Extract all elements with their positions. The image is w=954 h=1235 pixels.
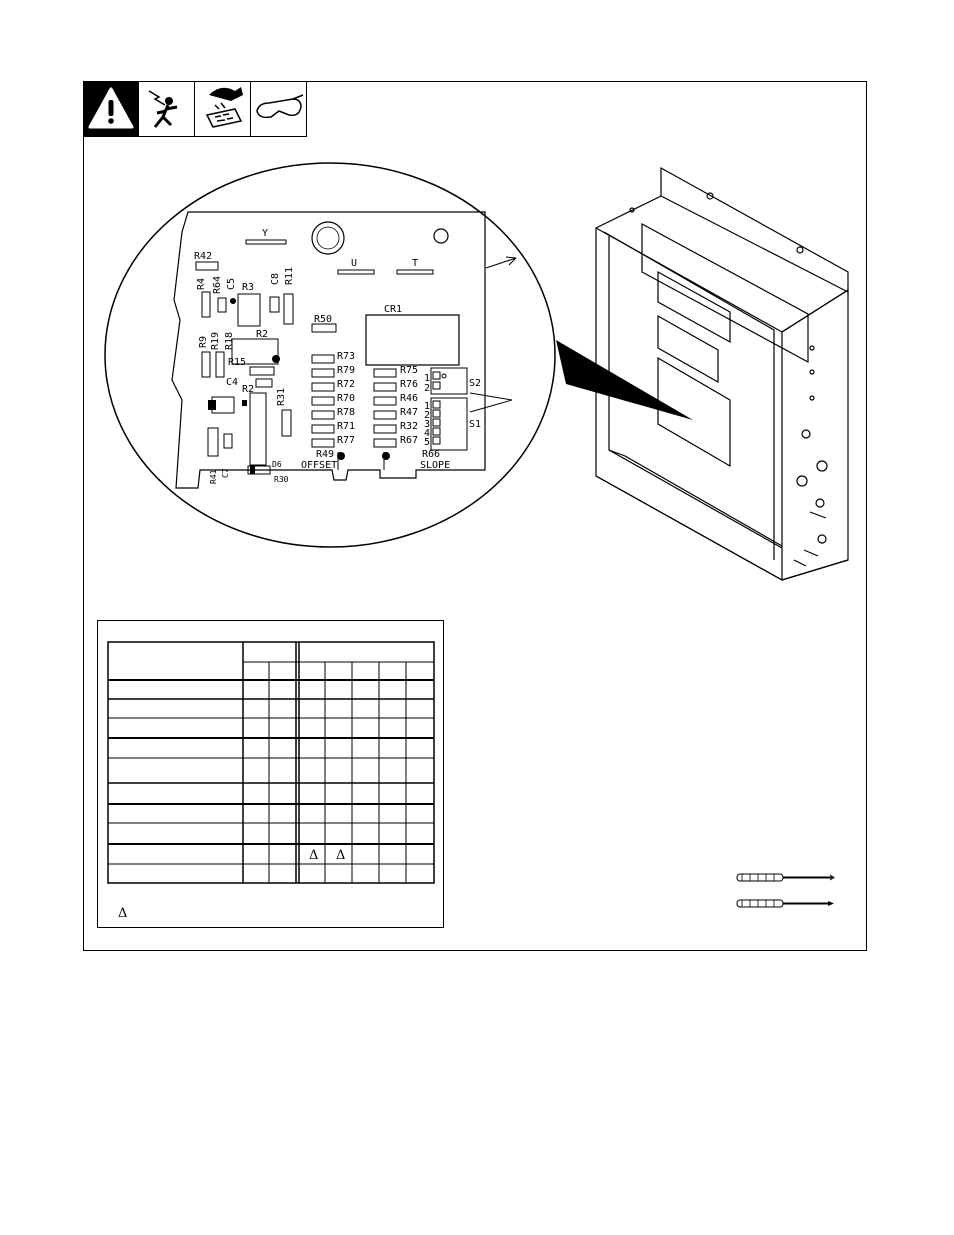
electric-shock-icon bbox=[139, 81, 195, 137]
s1-pin-4: 4 bbox=[424, 428, 430, 439]
label-r32: R32 bbox=[400, 421, 418, 432]
triangle-mark-1: Δ bbox=[309, 848, 319, 863]
label-cr1: CR1 bbox=[384, 304, 402, 315]
label-r79: R79 bbox=[337, 365, 355, 376]
screwdriver-icon bbox=[736, 873, 835, 882]
s1-pin-3: 3 bbox=[424, 419, 430, 430]
relay-cr1 bbox=[365, 314, 460, 366]
label-r71: R71 bbox=[337, 421, 355, 432]
label-r42: R42 bbox=[194, 251, 212, 262]
s2-pin-1: 1 bbox=[424, 373, 430, 384]
label-r30: R30 bbox=[274, 475, 289, 484]
label-c8: C8 bbox=[270, 273, 281, 285]
label-r31: R31 bbox=[276, 388, 287, 406]
label-r41: R41 bbox=[209, 469, 218, 484]
safety-icon-strip bbox=[83, 81, 307, 137]
s1-pin-1: 1 bbox=[424, 401, 430, 412]
label-r3: R3 bbox=[242, 282, 254, 293]
label-s2: S2 bbox=[469, 378, 481, 389]
label-r4: R4 bbox=[196, 278, 207, 290]
label-r49: R49 bbox=[316, 449, 334, 460]
page-frame bbox=[83, 81, 867, 951]
triangle-mark-2: Δ bbox=[336, 848, 346, 863]
control-cabinet-illustration bbox=[595, 166, 849, 582]
label-c7: C7 bbox=[221, 468, 230, 478]
label-slope: SLOPE bbox=[420, 460, 450, 471]
label-r47: R47 bbox=[400, 407, 418, 418]
label-r64: R64 bbox=[212, 276, 223, 294]
label-r50: R50 bbox=[314, 314, 332, 325]
label-d6: D6 bbox=[272, 460, 282, 469]
resistor-bank-left bbox=[311, 354, 335, 448]
label-r77: R77 bbox=[337, 435, 355, 446]
label-r18: R18 bbox=[224, 332, 235, 350]
s2-pin-2: 2 bbox=[424, 383, 430, 394]
label-r2-bottom: R2 bbox=[242, 384, 254, 395]
label-c5: C5 bbox=[226, 278, 237, 290]
switch-settings-table bbox=[107, 641, 435, 884]
label-s1: S1 bbox=[469, 419, 481, 430]
mounting-hole bbox=[433, 228, 449, 244]
label-u: U bbox=[351, 258, 357, 269]
label-r67: R67 bbox=[400, 435, 418, 446]
label-r46: R46 bbox=[400, 393, 418, 404]
switch-s2 bbox=[430, 367, 468, 395]
safety-glasses-icon bbox=[251, 81, 307, 137]
label-r2-top: R2 bbox=[256, 329, 268, 340]
resistor-bank-right bbox=[373, 368, 397, 448]
label-y: Y bbox=[262, 228, 268, 239]
label-r76: R76 bbox=[400, 379, 418, 390]
s1-pin-2: 2 bbox=[424, 410, 430, 421]
label-r9: R9 bbox=[198, 336, 209, 348]
s1-pin-5: 5 bbox=[424, 437, 430, 448]
label-r75: R75 bbox=[400, 365, 418, 376]
offset-pot-r49 bbox=[337, 452, 345, 460]
label-r15: R15 bbox=[228, 357, 246, 368]
phillips-screwdriver-icon bbox=[736, 899, 834, 908]
magnifier-circle bbox=[104, 162, 556, 548]
made-in-usa-logo bbox=[311, 221, 345, 255]
label-r11: R11 bbox=[284, 267, 295, 285]
slope-pot-r66 bbox=[382, 452, 390, 460]
label-r72: R72 bbox=[337, 379, 355, 390]
label-r19: R19 bbox=[210, 332, 221, 350]
hot-parts-glove-icon bbox=[195, 81, 251, 137]
warning-icon bbox=[83, 81, 139, 137]
table-note-symbol: Δ bbox=[118, 906, 128, 921]
label-offset: OFFSET bbox=[301, 460, 337, 471]
switch-s1 bbox=[430, 397, 468, 451]
pointer-wedge bbox=[556, 340, 693, 420]
label-r66: R66 bbox=[422, 449, 440, 460]
label-r73: R73 bbox=[337, 351, 355, 362]
switch-settings-table-box bbox=[97, 620, 444, 928]
label-r78: R78 bbox=[337, 407, 355, 418]
label-r70: R70 bbox=[337, 393, 355, 404]
label-t: T bbox=[412, 258, 418, 269]
label-c4: C4 bbox=[226, 377, 238, 388]
